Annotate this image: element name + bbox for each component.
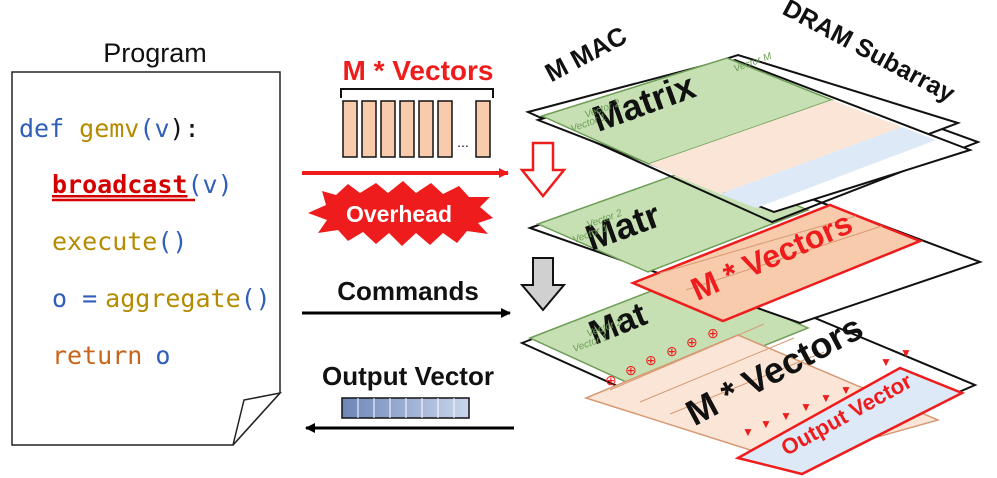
vector-ellipsis: ...	[457, 134, 469, 150]
svg-text:▼: ▼	[742, 425, 754, 439]
code-line-execute: execute()	[52, 227, 187, 256]
svg-text:▼: ▼	[880, 355, 892, 369]
vector-stack	[342, 100, 491, 158]
aggregate-ops: ⊕ ⊕ ⊕ ⊕ ⊕ ⊕	[605, 325, 719, 388]
vector-bar	[475, 100, 491, 158]
svg-text:▼: ▼	[800, 400, 812, 414]
svg-text:⊕: ⊕	[686, 334, 698, 350]
vectors-bracket	[340, 88, 494, 98]
vectors-panel-2	[629, 203, 924, 323]
vector-bar	[380, 100, 396, 158]
output-vector-bar	[341, 397, 470, 419]
svg-text:▼: ▼	[760, 417, 772, 431]
down-arrow-red	[519, 141, 567, 198]
commands-label: Commands	[337, 276, 479, 306]
svg-text:⊕: ⊕	[645, 352, 657, 368]
svg-text:▼: ▼	[820, 391, 832, 405]
svg-text:⊕: ⊕	[605, 372, 617, 388]
svg-text:▼: ▼	[900, 346, 912, 360]
vector-bar	[437, 100, 453, 158]
overhead-burst	[308, 181, 493, 246]
blue-stripe	[720, 127, 936, 208]
page-curl	[232, 391, 283, 446]
down-arrow-gray	[519, 257, 567, 312]
output-vector-label: Output Vector	[322, 361, 494, 391]
svg-text:▼: ▼	[840, 383, 852, 397]
vector-bar	[418, 100, 434, 158]
output-vector-panel	[734, 366, 966, 476]
down-arrows: ▼ ▼ ▼ ▼ ▼ ▼ ▼ ▼	[742, 346, 912, 439]
svg-text:⊕: ⊕	[625, 362, 637, 378]
orange-stripe-1	[649, 100, 868, 180]
code-line-broadcast: broadcast(v)	[52, 170, 233, 199]
overhead-label: Overhead	[346, 201, 452, 227]
layer-1: Matrix Vector 1 Vector 2 Vector M M MAC …	[525, 0, 981, 224]
vector-bar	[361, 100, 377, 158]
program-title: Program	[103, 38, 207, 68]
orange-stripe-2	[686, 114, 902, 194]
m-mac-label: M MAC	[540, 20, 632, 88]
vector-bar	[342, 100, 358, 158]
code-line-aggregate: o =aggregate()	[52, 284, 271, 313]
m-vectors-title: M * Vectors	[343, 55, 494, 86]
vector-bar	[399, 100, 415, 158]
svg-text:⊕: ⊕	[666, 343, 678, 359]
svg-text:⊕: ⊕	[707, 325, 719, 341]
svg-text:▼: ▼	[780, 409, 792, 423]
